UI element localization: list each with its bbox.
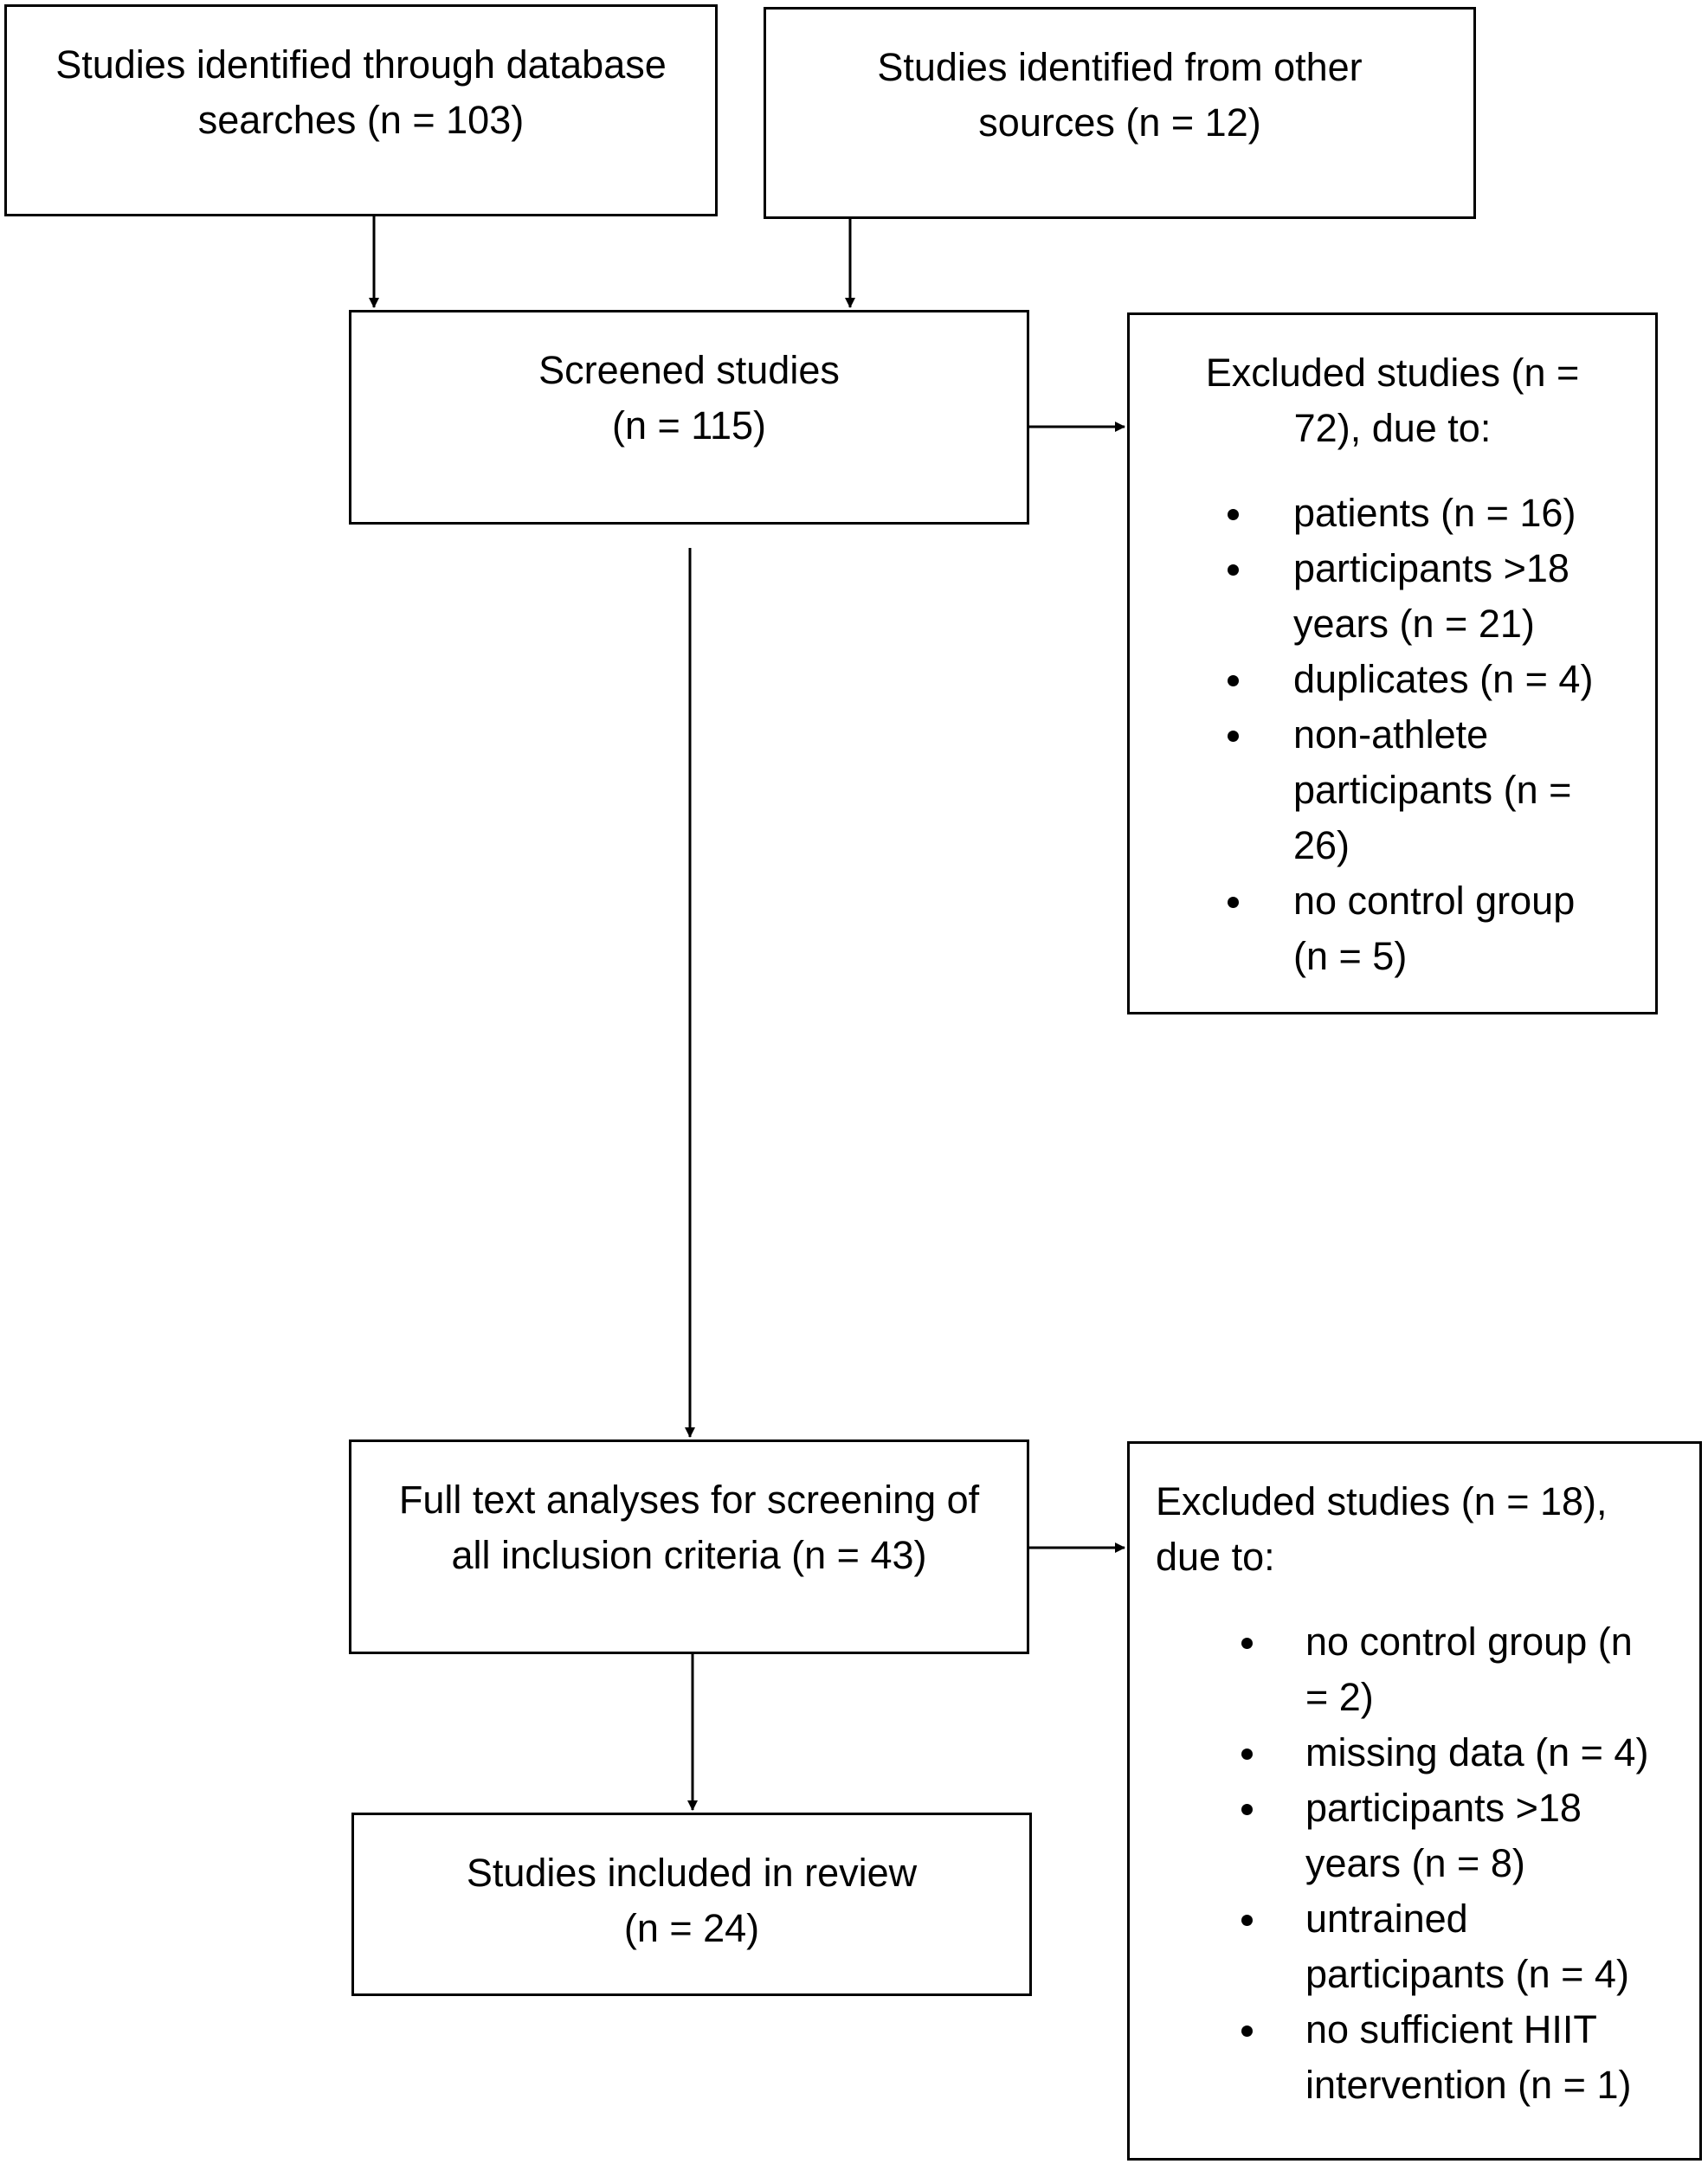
list-item: no control group (n = 2) bbox=[1130, 1614, 1699, 1725]
list-item: participants >18 years (n = 8) bbox=[1130, 1781, 1699, 1891]
screened-studies-box: Screened studies (n = 115) bbox=[349, 310, 1029, 525]
bullet-icon bbox=[1228, 675, 1239, 686]
bullet-icon bbox=[1241, 1749, 1253, 1760]
included-studies-box: Studies included in review (n = 24) bbox=[351, 1813, 1032, 1996]
bullet-icon bbox=[1241, 1804, 1253, 1815]
other-sources-label: Studies identified from other sources (n… bbox=[877, 45, 1363, 145]
list-item: no sufficient HIIT intervention (n = 1) bbox=[1130, 2002, 1699, 2113]
other-sources-box: Studies identified from other sources (n… bbox=[764, 7, 1476, 219]
list-item: missing data (n = 4) bbox=[1130, 1725, 1699, 1781]
list-item: no control group (n = 5) bbox=[1130, 873, 1655, 984]
database-searches-label: Studies identified through database sear… bbox=[55, 42, 667, 142]
excluded-full-text-reasons: no control group (n = 2) missing data (n… bbox=[1130, 1614, 1699, 2113]
full-text-analyses-box: Full text analyses for screening of all … bbox=[349, 1439, 1029, 1654]
list-item: patients (n = 16) bbox=[1130, 486, 1655, 541]
reason-text: duplicates (n = 4) bbox=[1293, 657, 1594, 701]
reason-text: patients (n = 16) bbox=[1293, 491, 1576, 535]
database-searches-box: Studies identified through database sear… bbox=[4, 4, 718, 216]
included-studies-label: Studies included in review (n = 24) bbox=[466, 1851, 918, 1950]
list-item: duplicates (n = 4) bbox=[1130, 652, 1655, 707]
bullet-icon bbox=[1228, 509, 1239, 520]
reason-text: participants >18 years (n = 21) bbox=[1293, 546, 1569, 646]
list-item: non-athlete participants (n = 26) bbox=[1130, 707, 1655, 873]
bullet-icon bbox=[1241, 2026, 1253, 2037]
screened-studies-label: Screened studies (n = 115) bbox=[538, 348, 840, 448]
full-text-analyses-label: Full text analyses for screening of all … bbox=[398, 1478, 980, 1577]
bullet-icon bbox=[1228, 731, 1239, 742]
reason-text: untrained participants (n = 4) bbox=[1305, 1897, 1629, 1996]
reason-text: no control group (n = 2) bbox=[1305, 1620, 1633, 1719]
reason-text: no control group (n = 5) bbox=[1293, 879, 1576, 978]
reason-text: participants >18 years (n = 8) bbox=[1305, 1786, 1582, 1885]
bullet-icon bbox=[1241, 1638, 1253, 1649]
excluded-full-text-heading: Excluded studies (n = 18), due to: bbox=[1156, 1479, 1608, 1579]
excluded-full-text-box: Excluded studies (n = 18), due to: no co… bbox=[1127, 1441, 1702, 2161]
list-item: untrained participants (n = 4) bbox=[1130, 1891, 1699, 2002]
reason-text: non-athlete participants (n = 26) bbox=[1293, 712, 1572, 867]
reason-text: no sufficient HIIT intervention (n = 1) bbox=[1305, 2007, 1632, 2107]
reason-text: missing data (n = 4) bbox=[1305, 1730, 1649, 1774]
bullet-icon bbox=[1228, 897, 1239, 908]
list-item: participants >18 years (n = 21) bbox=[1130, 541, 1655, 652]
bullet-icon bbox=[1228, 564, 1239, 576]
excluded-screening-heading: Excluded studies (n = 72), due to: bbox=[1205, 351, 1580, 450]
bullet-icon bbox=[1241, 1915, 1253, 1926]
excluded-screening-reasons: patients (n = 16) participants >18 years… bbox=[1130, 486, 1655, 984]
excluded-screening-box: Excluded studies (n = 72), due to: patie… bbox=[1127, 312, 1658, 1014]
